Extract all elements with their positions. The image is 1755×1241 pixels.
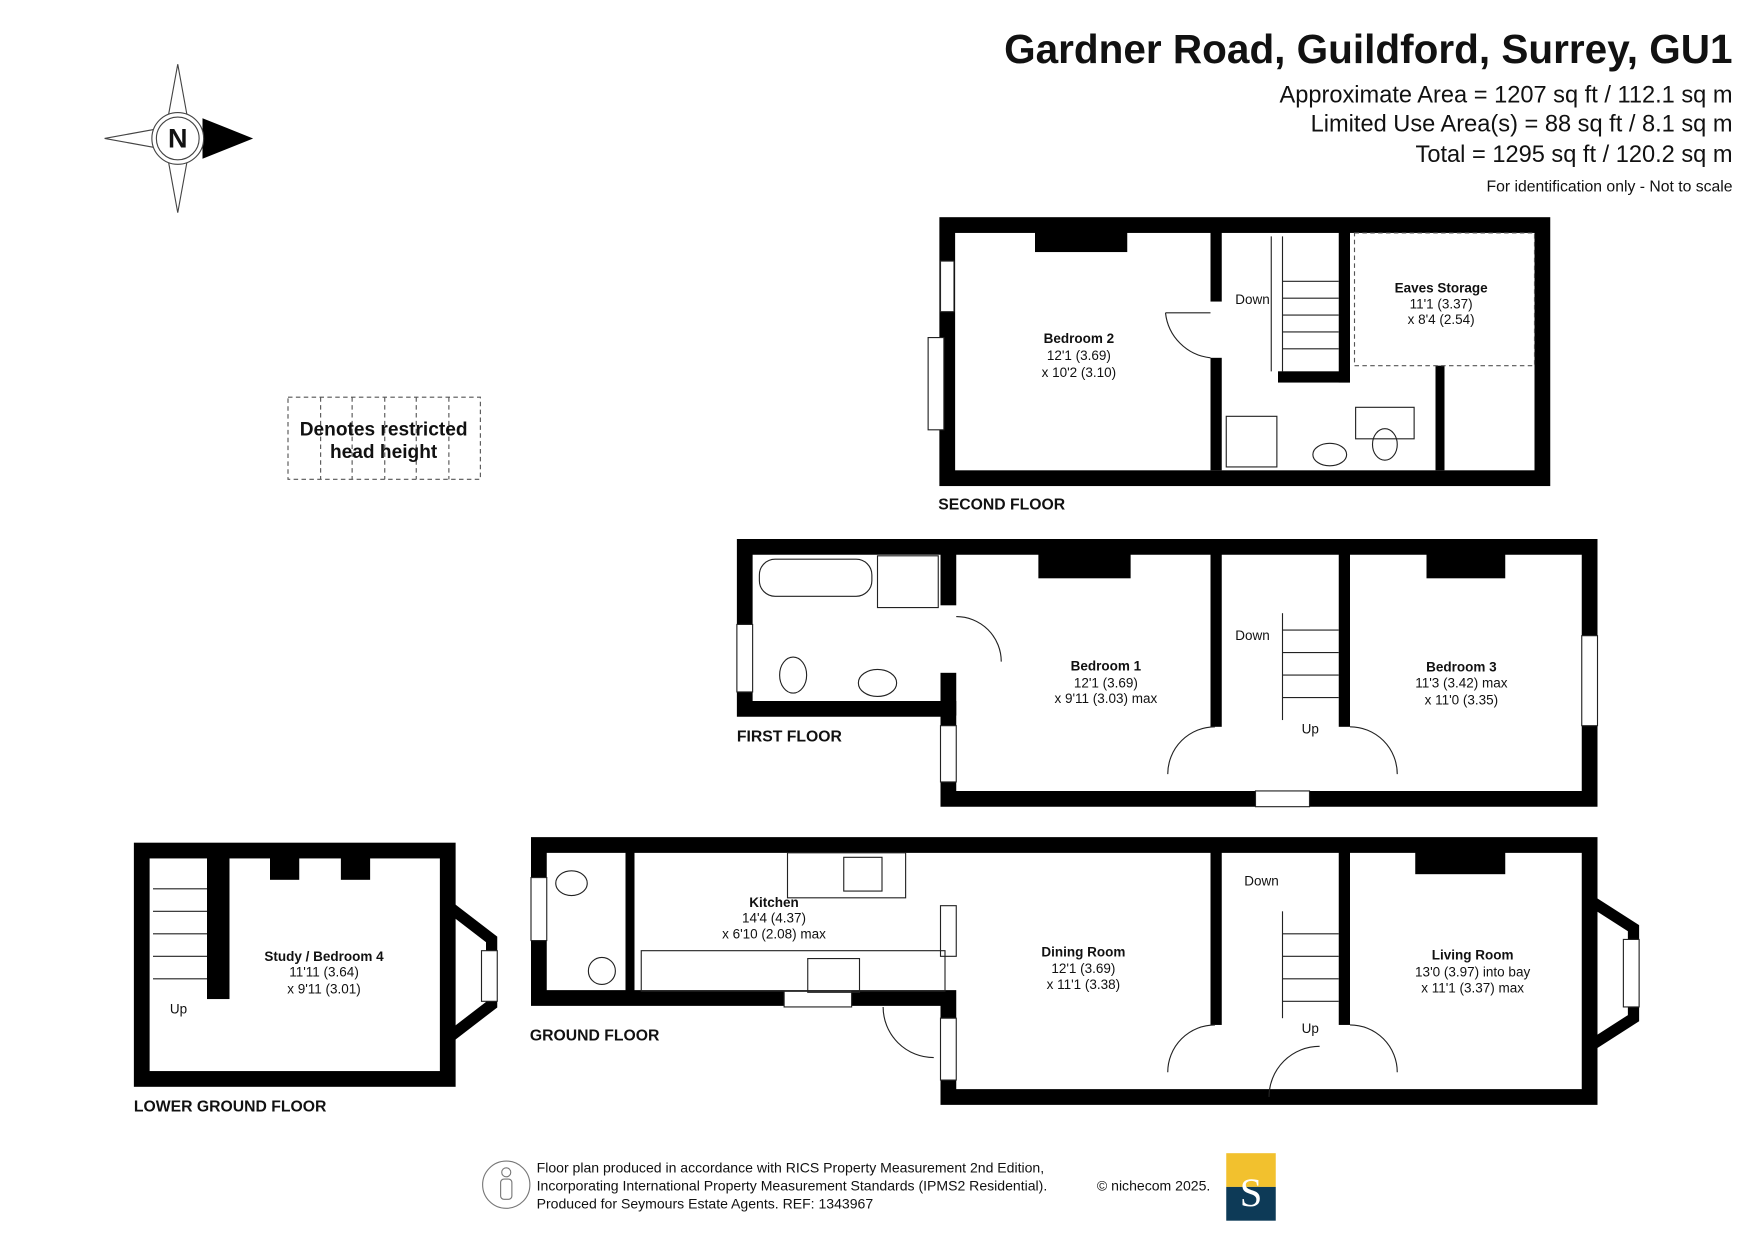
room-name: Bedroom 1 bbox=[1071, 659, 1142, 674]
svg-text:x 6'10 (2.08) max: x 6'10 (2.08) max bbox=[722, 926, 826, 941]
floor-label: GROUND FLOOR bbox=[530, 1028, 660, 1045]
svg-text:Up: Up bbox=[1302, 722, 1319, 737]
compass-icon: N bbox=[104, 64, 254, 213]
svg-text:12'1 (3.69): 12'1 (3.69) bbox=[1074, 675, 1138, 690]
room-name: Dining Room bbox=[1041, 944, 1125, 959]
svg-text:x 8'4 (2.54): x 8'4 (2.54) bbox=[1408, 312, 1475, 327]
svg-text:x 11'0 (3.35): x 11'0 (3.35) bbox=[1425, 692, 1499, 707]
svg-text:12'1 (3.69): 12'1 (3.69) bbox=[1051, 961, 1115, 976]
floor-label: LOWER GROUND FLOOR bbox=[134, 1099, 327, 1116]
svg-text:Floor plan produced in accorda: Floor plan produced in accordance with R… bbox=[537, 1159, 1045, 1175]
svg-text:x 11'1 (3.37) max: x 11'1 (3.37) max bbox=[1421, 980, 1524, 995]
room-name: Study / Bedroom 4 bbox=[264, 949, 384, 964]
room-name: Kitchen bbox=[749, 895, 799, 910]
first-floor-plan: Down Up Bedroom 1 12'1 (3.69) x 9'11 (3.… bbox=[736, 538, 1599, 808]
ground-floor-plan: Down Up Kitchen 14'4 (4.37) x 6'10 (2.08… bbox=[530, 837, 1640, 1105]
limited-area: Limited Use Area(s) = 88 sq ft / 8.1 sq … bbox=[1311, 112, 1733, 138]
room-name: Bedroom 2 bbox=[1044, 331, 1115, 346]
svg-text:Up: Up bbox=[1302, 1021, 1319, 1036]
stairs-down-label: Down bbox=[1235, 292, 1270, 307]
restricted-height-legend: Denotes restricted head height bbox=[287, 396, 481, 480]
room-name: Eaves Storage bbox=[1395, 281, 1489, 296]
floor-label: FIRST FLOOR bbox=[737, 728, 843, 745]
person-icon bbox=[482, 1160, 531, 1209]
room-name: Living Room bbox=[1432, 948, 1514, 963]
svg-text:13'0 (3.97) into bay: 13'0 (3.97) into bay bbox=[1415, 965, 1530, 980]
page-title: Gardner Road, Guildford, Surrey, GU1 bbox=[1004, 26, 1732, 72]
svg-text:x 10'2 (3.10): x 10'2 (3.10) bbox=[1042, 365, 1117, 380]
total-area: Total = 1295 sq ft / 120.2 sq m bbox=[1416, 142, 1733, 168]
svg-text:11'3 (3.42) max: 11'3 (3.42) max bbox=[1415, 675, 1508, 690]
svg-text:12'1 (3.69): 12'1 (3.69) bbox=[1047, 348, 1111, 363]
svg-text:N: N bbox=[168, 123, 187, 153]
svg-text:S: S bbox=[1240, 1170, 1263, 1215]
approx-area: Approximate Area = 1207 sq ft / 112.1 sq… bbox=[1280, 82, 1733, 108]
svg-text:Denotes restricted: Denotes restricted bbox=[300, 419, 468, 440]
svg-text:head height: head height bbox=[330, 442, 438, 463]
disclaimer: For identification only - Not to scale bbox=[1487, 178, 1733, 195]
seymours-logo: S bbox=[1226, 1153, 1276, 1221]
lower-ground-floor-plan: Up Study / Bedroom 4 11'11 (3.64) x 9'11… bbox=[133, 842, 498, 1116]
svg-text:x 9'11 (3.01): x 9'11 (3.01) bbox=[287, 981, 361, 996]
svg-text:14'4 (4.37): 14'4 (4.37) bbox=[742, 911, 806, 926]
second-floor-plan: Down Bedroom 2 12'1 (3.69) x 10'2 (3.10)… bbox=[927, 217, 1551, 514]
svg-text:Down: Down bbox=[1235, 628, 1270, 643]
svg-text:x 11'1 (3.38): x 11'1 (3.38) bbox=[1047, 977, 1121, 992]
svg-text:© nichecom 2025.: © nichecom 2025. bbox=[1097, 1177, 1210, 1193]
svg-text:Produced for Seymours Estate A: Produced for Seymours Estate Agents. REF… bbox=[537, 1195, 874, 1211]
floor-label: SECOND FLOOR bbox=[938, 497, 1066, 514]
svg-text:Up: Up bbox=[170, 1002, 187, 1017]
svg-text:Down: Down bbox=[1244, 873, 1279, 888]
room-name: Bedroom 3 bbox=[1426, 660, 1497, 675]
svg-text:Incorporating International Pr: Incorporating International Property Mea… bbox=[537, 1177, 1048, 1193]
svg-text:x 9'11 (3.03) max: x 9'11 (3.03) max bbox=[1054, 691, 1157, 706]
svg-text:11'1 (3.37): 11'1 (3.37) bbox=[1410, 296, 1473, 311]
footer: Floor plan produced in accordance with R… bbox=[482, 1153, 1276, 1221]
svg-text:11'11 (3.64): 11'11 (3.64) bbox=[289, 965, 359, 980]
